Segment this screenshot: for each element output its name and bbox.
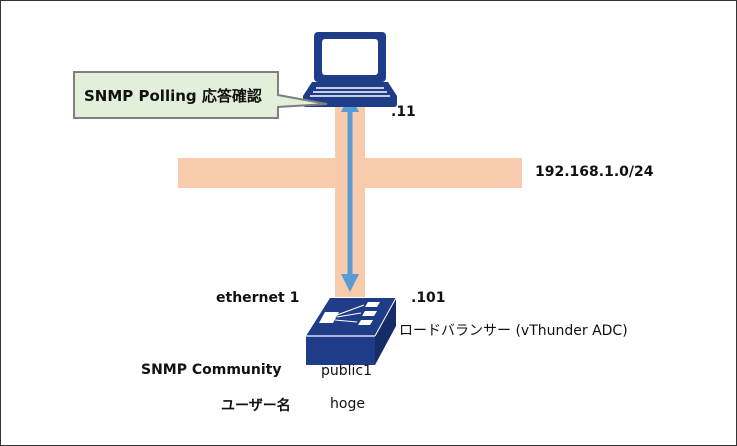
user-name-value: hoge	[330, 396, 365, 412]
user-name-label: ユーザー名	[221, 398, 291, 414]
callout-text: SNMP Polling 応答確認	[84, 87, 262, 105]
device-label: ロードバランサー (vThunder ADC)	[399, 323, 628, 339]
callout-box	[73, 71, 328, 119]
snmp-community-label: SNMP Community	[141, 362, 282, 378]
laptop-icon	[303, 32, 397, 107]
device-ip-suffix: .101	[411, 290, 446, 306]
snmp-community-value: public1	[321, 363, 373, 379]
interface-label: ethernet 1	[216, 290, 300, 306]
subnet-label: 192.168.1.0/24	[535, 164, 654, 180]
client-ip-suffix: .11	[391, 104, 416, 120]
switch-icon	[306, 297, 397, 365]
